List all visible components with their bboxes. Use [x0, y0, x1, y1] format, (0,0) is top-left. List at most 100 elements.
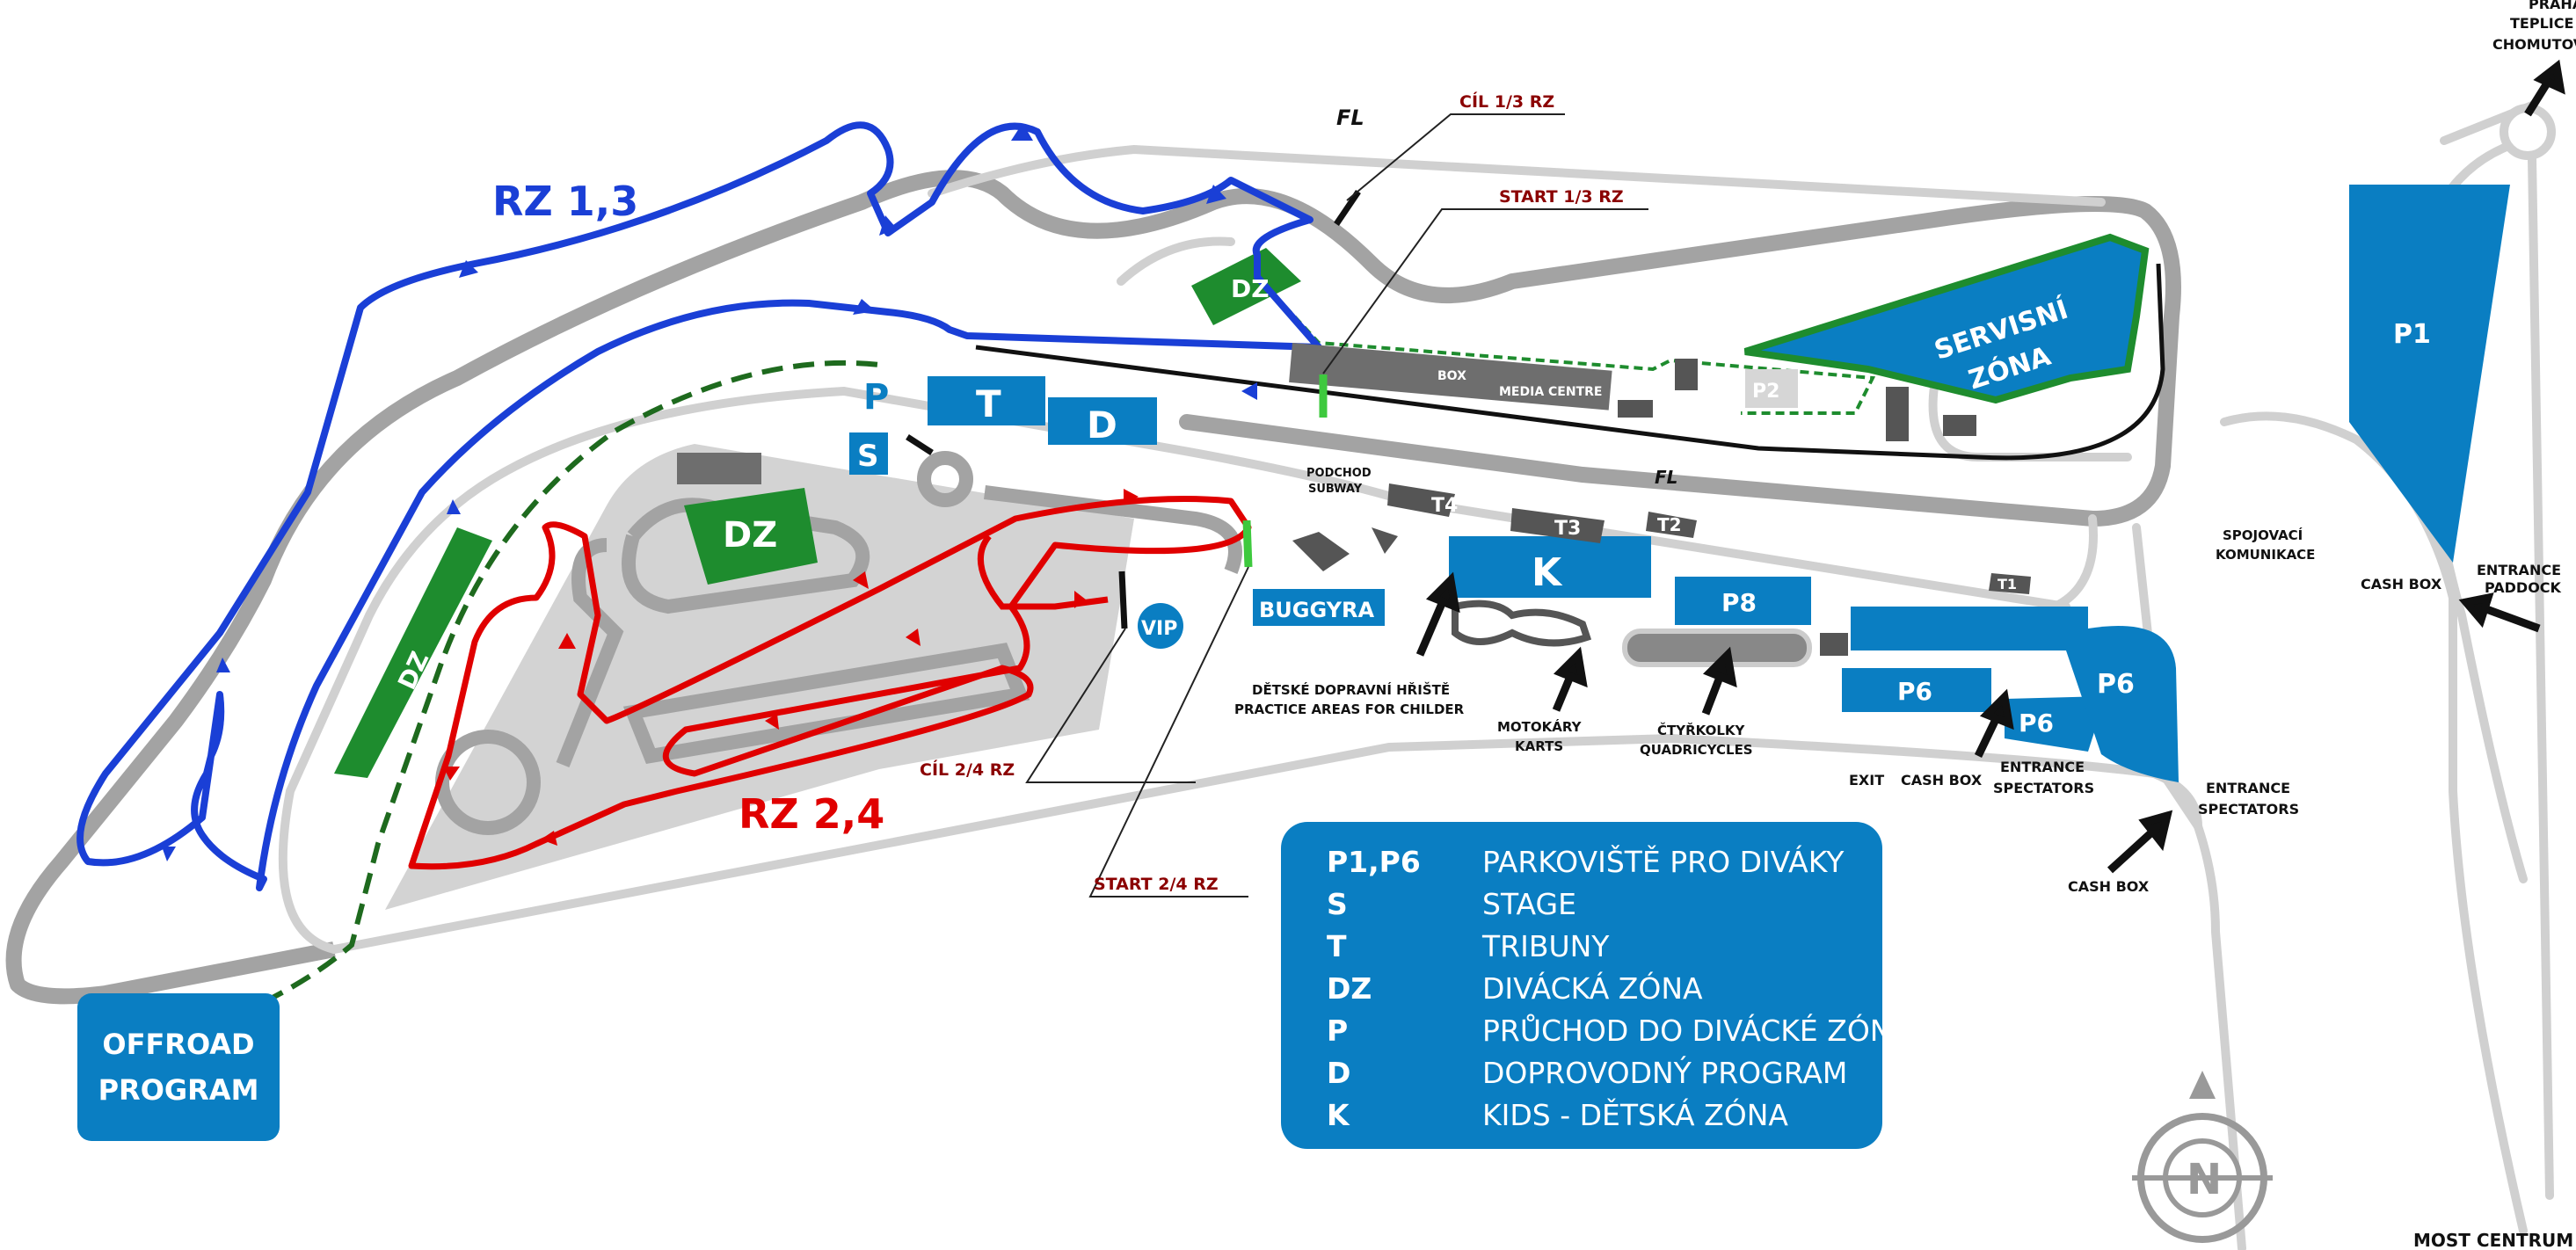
- entrance-spectators-2b: SPECTATORS: [2198, 801, 2299, 818]
- dz-label-2: DZ: [1231, 274, 1270, 303]
- roundabout: [2500, 104, 2556, 160]
- p8-parking: [1675, 577, 1811, 625]
- p6-box-1: [1842, 668, 1991, 712]
- entrance-paddock-1: ENTRANCE: [2477, 562, 2561, 578]
- entrance-paddock-2: PADDOCK: [2485, 579, 2562, 596]
- quad-track: [1622, 629, 1812, 667]
- t-tribune: [928, 376, 1045, 425]
- cil13-label: CÍL 1/3 RZ: [1459, 91, 1554, 112]
- stage-rz24: [408, 496, 1252, 870]
- stage-marks: [906, 190, 1361, 629]
- praha-label-1: PRAHA: [2529, 0, 2576, 12]
- legend-text: DIVÁCKÁ ZÓNA: [1482, 971, 1703, 1006]
- legend-code: DZ: [1327, 971, 1372, 1006]
- inner-tracks: [435, 451, 1242, 835]
- fl-top-label: FL: [1336, 105, 1364, 130]
- stage-rz13-arrows: [162, 123, 1257, 861]
- p1-label: P1: [2393, 319, 2431, 350]
- legend-code: P: [1327, 1014, 1349, 1048]
- spectator-walk: [262, 360, 880, 1005]
- p6-box-2: [2005, 696, 2106, 752]
- building: [677, 453, 761, 484]
- legend-text: TRIBUNY: [1482, 929, 1610, 963]
- entrance-spectators-1a: ENTRANCE: [2000, 759, 2085, 775]
- legend-code: D: [1327, 1056, 1351, 1090]
- legend-code: S: [1327, 887, 1348, 921]
- start24-label: START 2/4 RZ: [1094, 875, 1219, 894]
- dz-label-1: DZ: [723, 515, 777, 556]
- infield-area: [385, 444, 1134, 910]
- spojovaci-label-1: SPOJOVACÍ: [2223, 527, 2303, 543]
- s-label: S: [857, 439, 879, 474]
- offroad-program-box: OFFROAD PROGRAM: [77, 993, 280, 1141]
- wc-label-2: WC: [1823, 622, 1845, 636]
- legend-code: K: [1327, 1098, 1350, 1132]
- dz-area-1: [684, 488, 818, 585]
- praha-label-2: TEPLICE: [2510, 15, 2573, 32]
- k-zone: [1449, 536, 1651, 598]
- t2-label: T2: [1657, 514, 1682, 535]
- leader-lines: [1025, 113, 1648, 898]
- t-label: T: [976, 382, 1001, 425]
- stage-rz24-arrows: [443, 489, 1139, 846]
- race-track: [5, 170, 2181, 992]
- entrance-spectators-1b: SPECTATORS: [1993, 780, 2094, 796]
- box-label: BOX: [1437, 369, 1466, 383]
- vip-label: VIP: [1141, 618, 1177, 640]
- legend-text: PRŮCHOD DO DIVÁCKÉ ZÓNY: [1482, 1014, 1910, 1048]
- spojovaci-label-2: KOMUNIKACE: [2216, 547, 2315, 563]
- buggyra-box: [1253, 589, 1385, 626]
- legend-code: P1,P6: [1327, 845, 1421, 879]
- compass-n-label: N: [2187, 1155, 2222, 1204]
- p6-label-1: P6: [2097, 669, 2135, 700]
- p8-label: P8: [1721, 588, 1757, 617]
- exit-label: EXIT: [1849, 772, 1884, 789]
- entrance-spectators-2a: ENTRANCE: [2206, 780, 2290, 796]
- p6-label-3: P6: [2019, 709, 2054, 738]
- legend-text: PARKOVIŠTĚ PRO DIVÁKY: [1482, 845, 1845, 879]
- legend-code: T: [1327, 929, 1347, 963]
- compass-rose: [2132, 1071, 2273, 1243]
- vip-badge: [1138, 603, 1183, 649]
- motokary-label-2: KARTS: [1515, 738, 1563, 754]
- praha-label-3: CHOMUTOV: [2492, 36, 2576, 53]
- p-label: P: [863, 377, 889, 418]
- legend-text: KIDS - DĚTSKÁ ZÓNA: [1482, 1098, 1788, 1132]
- p6-large: [2066, 626, 2179, 782]
- ctyrkolky-label-2: QUADRICYCLES: [1640, 742, 1753, 758]
- stage-rz13: [76, 121, 1322, 891]
- p1-parking: [2349, 185, 2510, 563]
- d-label: D: [1087, 403, 1117, 447]
- p2-label: P2: [1752, 381, 1779, 403]
- legend-text: STAGE: [1482, 887, 1576, 921]
- cash-box-label-2: CASH BOX: [1901, 772, 1983, 789]
- cash-box-label-3: CASH BOX: [2068, 878, 2150, 895]
- detske-label-2: PRACTICE AREAS FOR CHILDER: [1234, 701, 1465, 717]
- legend-box: P1,P6 PARKOVIŠTĚ PRO DIVÁKY S STAGE T TRIBU…: [1281, 822, 1910, 1149]
- legend-text: DOPROVODNÝ PROGRAM: [1482, 1056, 1848, 1090]
- buggyra-label: BUGGYRA: [1259, 598, 1375, 622]
- rz13-label: RZ 1,3: [492, 178, 638, 225]
- d-program: [1048, 397, 1157, 445]
- direction-arrows: [1415, 59, 2565, 874]
- stage-rz24-inner: [977, 534, 1109, 610]
- podchod-label-2: SUBWAY: [1308, 483, 1363, 496]
- offroad-label-1: OFFROAD: [102, 1028, 255, 1061]
- start13-label: START 1/3 RZ: [1499, 187, 1624, 207]
- fl-mid-label: FL: [1655, 467, 1677, 488]
- grandstands: [1289, 343, 2031, 656]
- pit-lane: [975, 263, 2165, 461]
- p6-label-2: P6: [1897, 677, 1932, 706]
- dz-area-3: [334, 527, 492, 778]
- cil24-label: CÍL 2/4 RZ: [920, 759, 1015, 780]
- p6-strip: [1851, 607, 2088, 650]
- p2-lot: [1745, 369, 1798, 408]
- podchod-label-1: PODCHOD: [1306, 467, 1372, 480]
- t3-label: T3: [1554, 518, 1581, 540]
- motokary-label-1: MOTOKÁRY: [1497, 718, 1583, 735]
- dz-area-2: [1191, 248, 1301, 325]
- t1-label: T1: [1997, 576, 2017, 592]
- rz24-label: RZ 2,4: [739, 790, 884, 838]
- most-label: MOST CENTRUM: [2413, 1230, 2573, 1250]
